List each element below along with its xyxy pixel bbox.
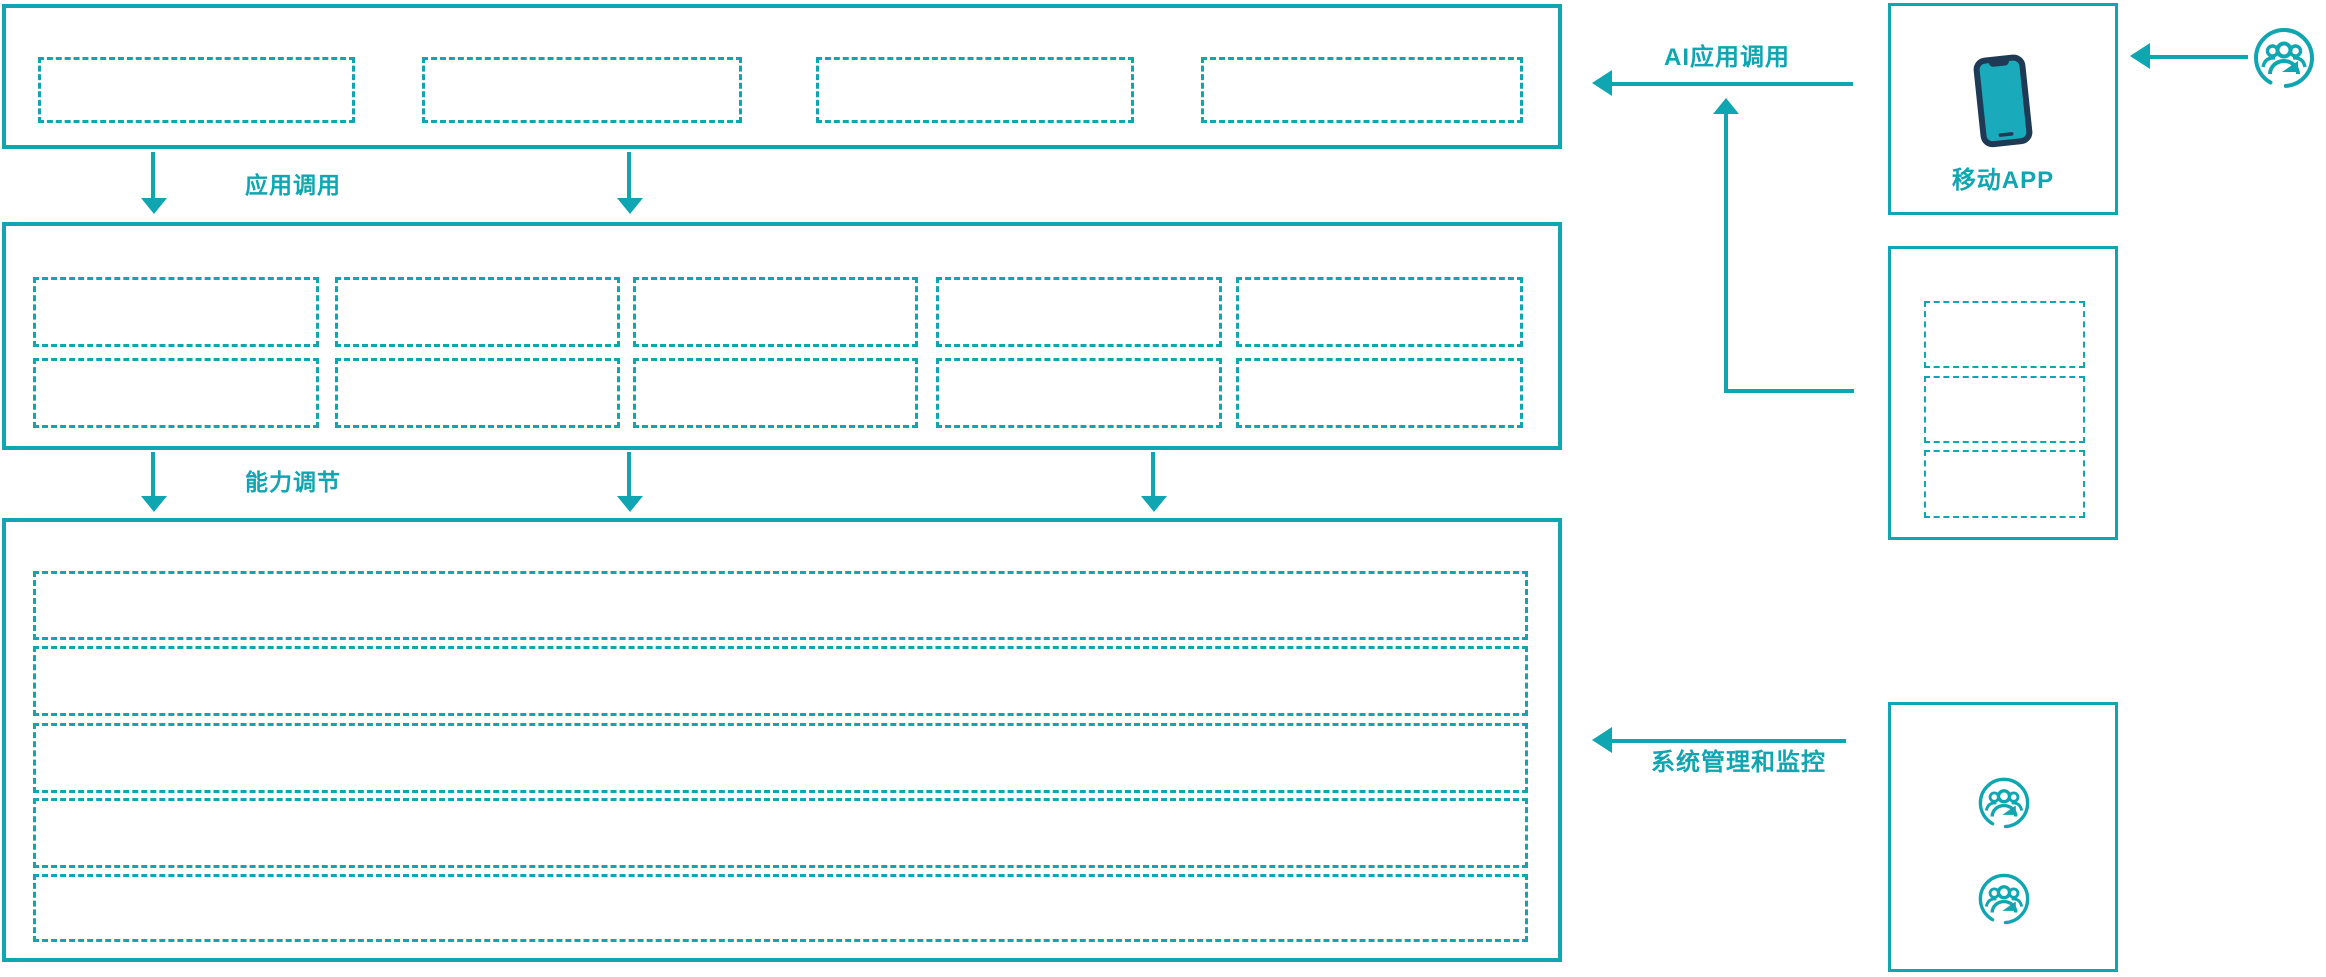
placeholder-row [33, 646, 1528, 716]
placeholder-box [335, 277, 620, 347]
down-arrow-line [627, 452, 631, 500]
placeholder-box [33, 277, 319, 347]
capability-layer-box [2, 222, 1562, 450]
placeholder-box [633, 358, 918, 428]
placeholder-box [1924, 450, 2085, 518]
users-group-icon [1977, 776, 2031, 830]
down-arrow-head-icon [1141, 496, 1167, 512]
placeholder-box [335, 358, 620, 428]
down-arrow-head-icon [141, 496, 167, 512]
app-layer-box [2, 4, 1562, 149]
left-arrow-head-icon [1592, 70, 1612, 96]
placeholder-row [33, 874, 1528, 942]
engine-layer-box [2, 518, 1562, 962]
smartphone-icon [1966, 52, 2038, 150]
ai-app-call-arrow-line [1610, 82, 1853, 86]
placeholder-row [33, 723, 1528, 793]
system-monitor-label: 系统管理和监控 [1651, 749, 1826, 776]
down-arrow-head-icon [617, 198, 643, 214]
placeholder-row [33, 798, 1528, 868]
ai-app-call-label: AI应用调用 [1664, 44, 1790, 71]
placeholder-row [33, 571, 1528, 640]
up-arrow-head-icon [1713, 98, 1739, 114]
capability-adjust-label: 能力调节 [245, 469, 341, 495]
left-arrow-head-icon [1592, 727, 1612, 753]
system-monitor-arrow-line [1610, 739, 1846, 743]
app-call-label: 应用调用 [245, 172, 341, 198]
placeholder-box [1236, 277, 1523, 347]
placeholder-box [422, 57, 742, 123]
placeholder-box [33, 358, 319, 428]
placeholder-box [1924, 376, 2085, 443]
placeholder-box [1236, 358, 1523, 428]
users-group-icon [2252, 26, 2316, 90]
down-arrow-line [1151, 452, 1155, 500]
down-arrow-line [151, 452, 155, 500]
placeholder-box [936, 358, 1222, 428]
placeholder-box [816, 57, 1134, 123]
user-to-app-arrow-line [2148, 55, 2248, 59]
placeholder-box [633, 277, 918, 347]
left-arrow-head-icon [2130, 43, 2150, 69]
mobile-app-label: 移动APP [1951, 167, 2055, 194]
down-arrow-head-icon [141, 198, 167, 214]
users-group-icon [1977, 872, 2031, 926]
placeholder-box [936, 277, 1222, 347]
down-arrow-head-icon [617, 496, 643, 512]
elbow-connector-vertical [1724, 112, 1728, 393]
down-arrow-line [627, 152, 631, 202]
placeholder-box [1924, 301, 2085, 368]
down-arrow-line [151, 152, 155, 202]
client-channels-panel [1888, 246, 2118, 540]
admin-users-panel [1888, 702, 2118, 972]
elbow-connector-horizontal [1724, 389, 1854, 393]
placeholder-box [1201, 57, 1523, 123]
placeholder-box [38, 57, 355, 123]
